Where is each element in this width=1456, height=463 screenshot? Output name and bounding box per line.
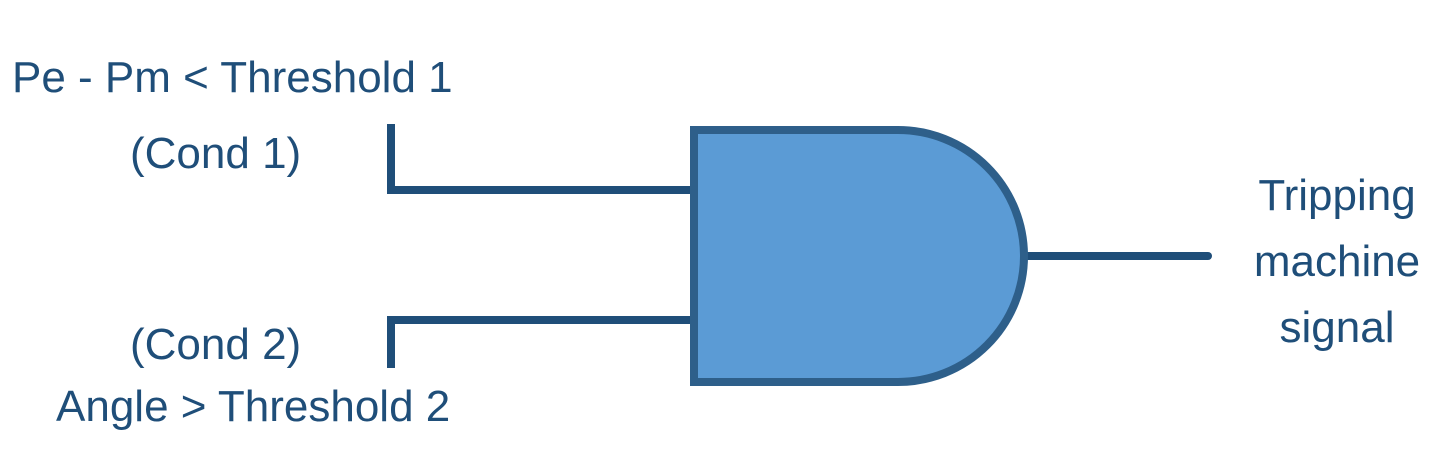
and-gate [690,126,1028,386]
condition-1-expression: Pe - Pm < Threshold 1 [12,53,453,102]
condition-1-tag: (Cond 1) [130,129,302,178]
output-label-line-3: signal [1279,303,1395,352]
input-wire-2 [387,316,694,368]
condition-2-tag: (Cond 2) [130,320,302,369]
condition-2-expression: Angle > Threshold 2 [56,382,451,431]
input-wire-1 [387,124,694,194]
output-label-line-2: machine [1253,237,1421,286]
output-label-line-1: Tripping [1258,171,1416,220]
output-label: Tripping machine signal [1222,163,1452,361]
